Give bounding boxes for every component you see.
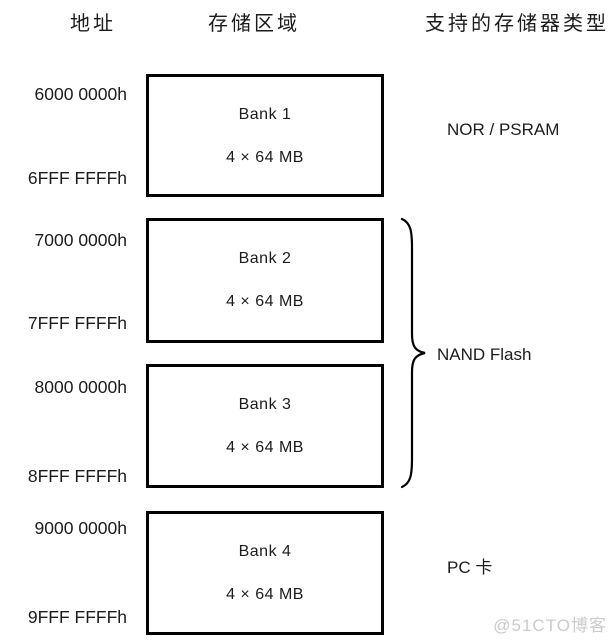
address-bank4-start: 9000 0000h	[34, 518, 127, 538]
memory-type-nor-psram: NOR / PSRAM	[447, 120, 560, 139]
address-bank3-start: 8000 0000h	[34, 377, 127, 397]
bank2-label: Bank 2	[238, 250, 292, 267]
column-header-address: 地址	[70, 13, 116, 35]
column-header-memory-type: 支持的存储器类型	[425, 13, 609, 35]
bank1-size: 4 × 64 MB	[226, 149, 304, 166]
column-header-region: 存储区域	[208, 13, 300, 35]
bank3-label: Bank 3	[238, 396, 292, 413]
bank2-size: 4 × 64 MB	[226, 293, 304, 310]
address-bank2-start: 7000 0000h	[34, 230, 127, 250]
address-bank3-end: 8FFF FFFFh	[27, 466, 127, 486]
bank3-size: 4 × 64 MB	[226, 439, 304, 456]
bank1-label: Bank 1	[238, 106, 292, 123]
address-bank2-end: 7FFF FFFFh	[27, 313, 127, 333]
bank4-box: Bank 4 4 × 64 MB	[146, 511, 384, 635]
nand-group-brace-icon	[400, 217, 426, 489]
bank1-box: Bank 1 4 × 64 MB	[146, 74, 384, 197]
bank4-size: 4 × 64 MB	[226, 586, 304, 603]
bank4-label: Bank 4	[238, 543, 292, 560]
address-bank1-start: 6000 0000h	[34, 84, 127, 104]
bank3-box: Bank 3 4 × 64 MB	[146, 364, 384, 488]
address-bank4-end: 9FFF FFFFh	[27, 607, 127, 627]
memory-type-nand-flash: NAND Flash	[437, 345, 532, 364]
memory-type-pc-card: PC 卡	[447, 558, 493, 577]
address-bank1-end: 6FFF FFFFh	[27, 168, 127, 188]
bank2-box: Bank 2 4 × 64 MB	[146, 218, 384, 343]
watermark: @51CTO博客	[493, 616, 607, 635]
